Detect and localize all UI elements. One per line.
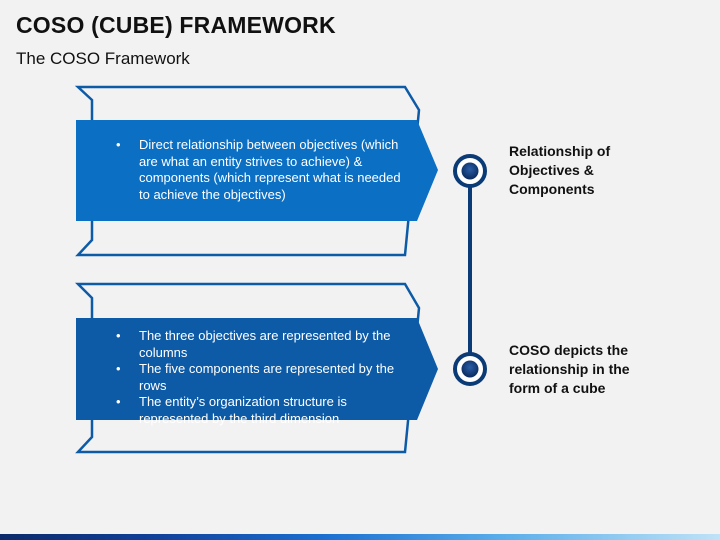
bullet-item: The three objectives are represented by … xyxy=(116,328,416,361)
ring-node-icon xyxy=(453,154,487,188)
ring-node-icon xyxy=(453,352,487,386)
bullet-item: The entity’s organization structure is r… xyxy=(116,394,416,427)
bottom-accent-bar xyxy=(0,534,720,540)
page-title: COSO (CUBE) FRAMEWORK xyxy=(16,12,336,38)
panel-1-bullet-list: Direct relationship between objectives (… xyxy=(116,137,406,203)
panel-2-label: COSO depicts the relationship in the for… xyxy=(509,342,630,396)
bullet-item: Direct relationship between objectives (… xyxy=(116,137,406,203)
panel-1-label: Relationship of Objectives & Components xyxy=(509,143,611,197)
panel-2-bullet-list: The three objectives are represented by … xyxy=(116,328,416,427)
bullet-item: The five components are represented by t… xyxy=(116,361,416,394)
page-subtitle: The COSO Framework xyxy=(16,49,190,68)
